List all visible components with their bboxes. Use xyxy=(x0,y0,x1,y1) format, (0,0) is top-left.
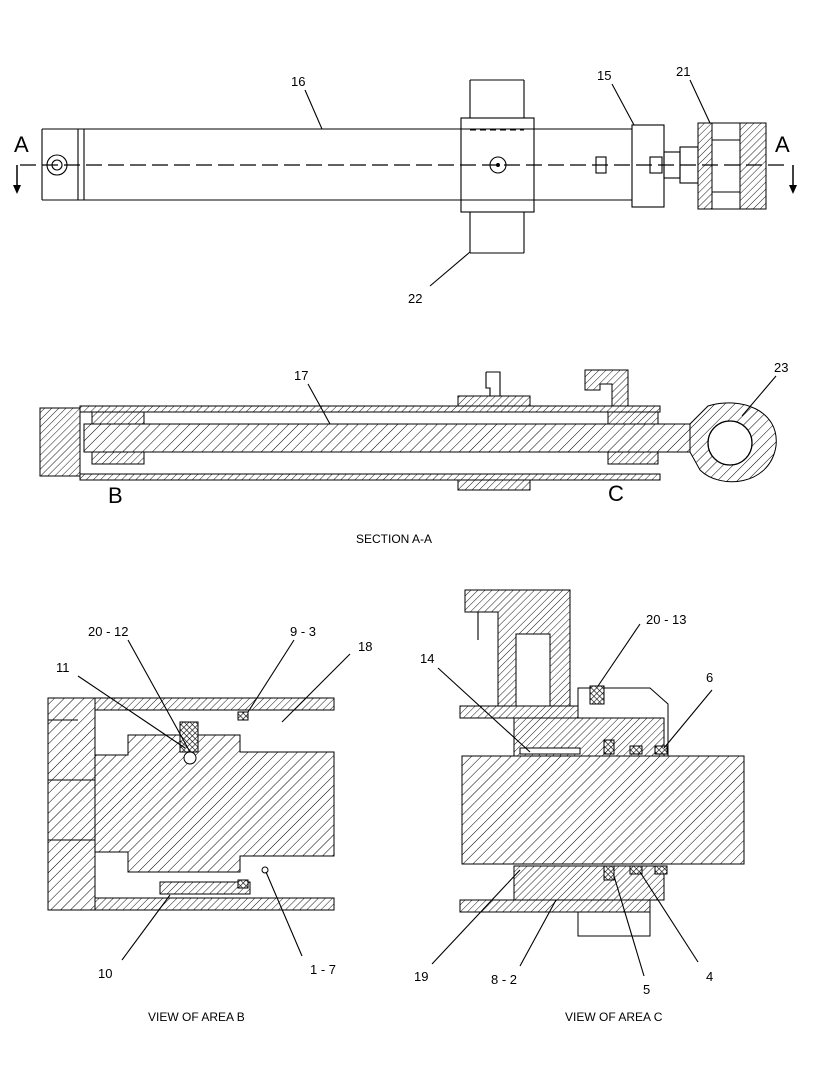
callout-23: 23 xyxy=(774,360,788,375)
callout-8-2: 8 - 2 xyxy=(491,972,517,987)
callout-11: 11 xyxy=(56,660,70,675)
callout-19: 19 xyxy=(414,969,428,984)
view-of-area-c: 20 - 13 14 6 19 8 - 2 5 4 VIEW OF AREA C xyxy=(414,589,745,1024)
callout-21: 21 xyxy=(676,64,690,79)
area-c-marker: C xyxy=(608,481,624,506)
callout-14: 14 xyxy=(420,651,434,666)
callout-16: 16 xyxy=(291,74,305,89)
callout-4: 4 xyxy=(706,969,713,984)
callout-17: 17 xyxy=(294,368,308,383)
callout-20-12: 20 - 12 xyxy=(88,624,128,639)
area-b-marker: B xyxy=(108,483,123,508)
callout-10: 10 xyxy=(98,966,112,981)
section-a-a-caption: SECTION A-A xyxy=(356,532,432,546)
callout-15: 15 xyxy=(597,68,611,83)
view-c-caption: VIEW OF AREA C xyxy=(565,1010,663,1024)
cylinder-top-view: A A 16 15 21 22 xyxy=(13,64,797,306)
callout-1-7: 1 - 7 xyxy=(310,962,336,977)
callout-20-13: 20 - 13 xyxy=(646,612,686,627)
callout-5: 5 xyxy=(643,982,650,997)
callout-22: 22 xyxy=(408,291,422,306)
section-a-a-view: 17 23 B C SECTION A-A xyxy=(39,360,788,546)
section-marker-a-right: A xyxy=(775,132,790,157)
callout-18: 18 xyxy=(358,639,372,654)
view-of-area-b: 20 - 12 9 - 3 11 18 10 1 - 7 VIEW OF ARE… xyxy=(47,624,372,1024)
view-b-caption: VIEW OF AREA B xyxy=(148,1010,245,1024)
callout-6: 6 xyxy=(706,670,713,685)
section-marker-a-left: A xyxy=(14,132,29,157)
callout-9-3: 9 - 3 xyxy=(290,624,316,639)
